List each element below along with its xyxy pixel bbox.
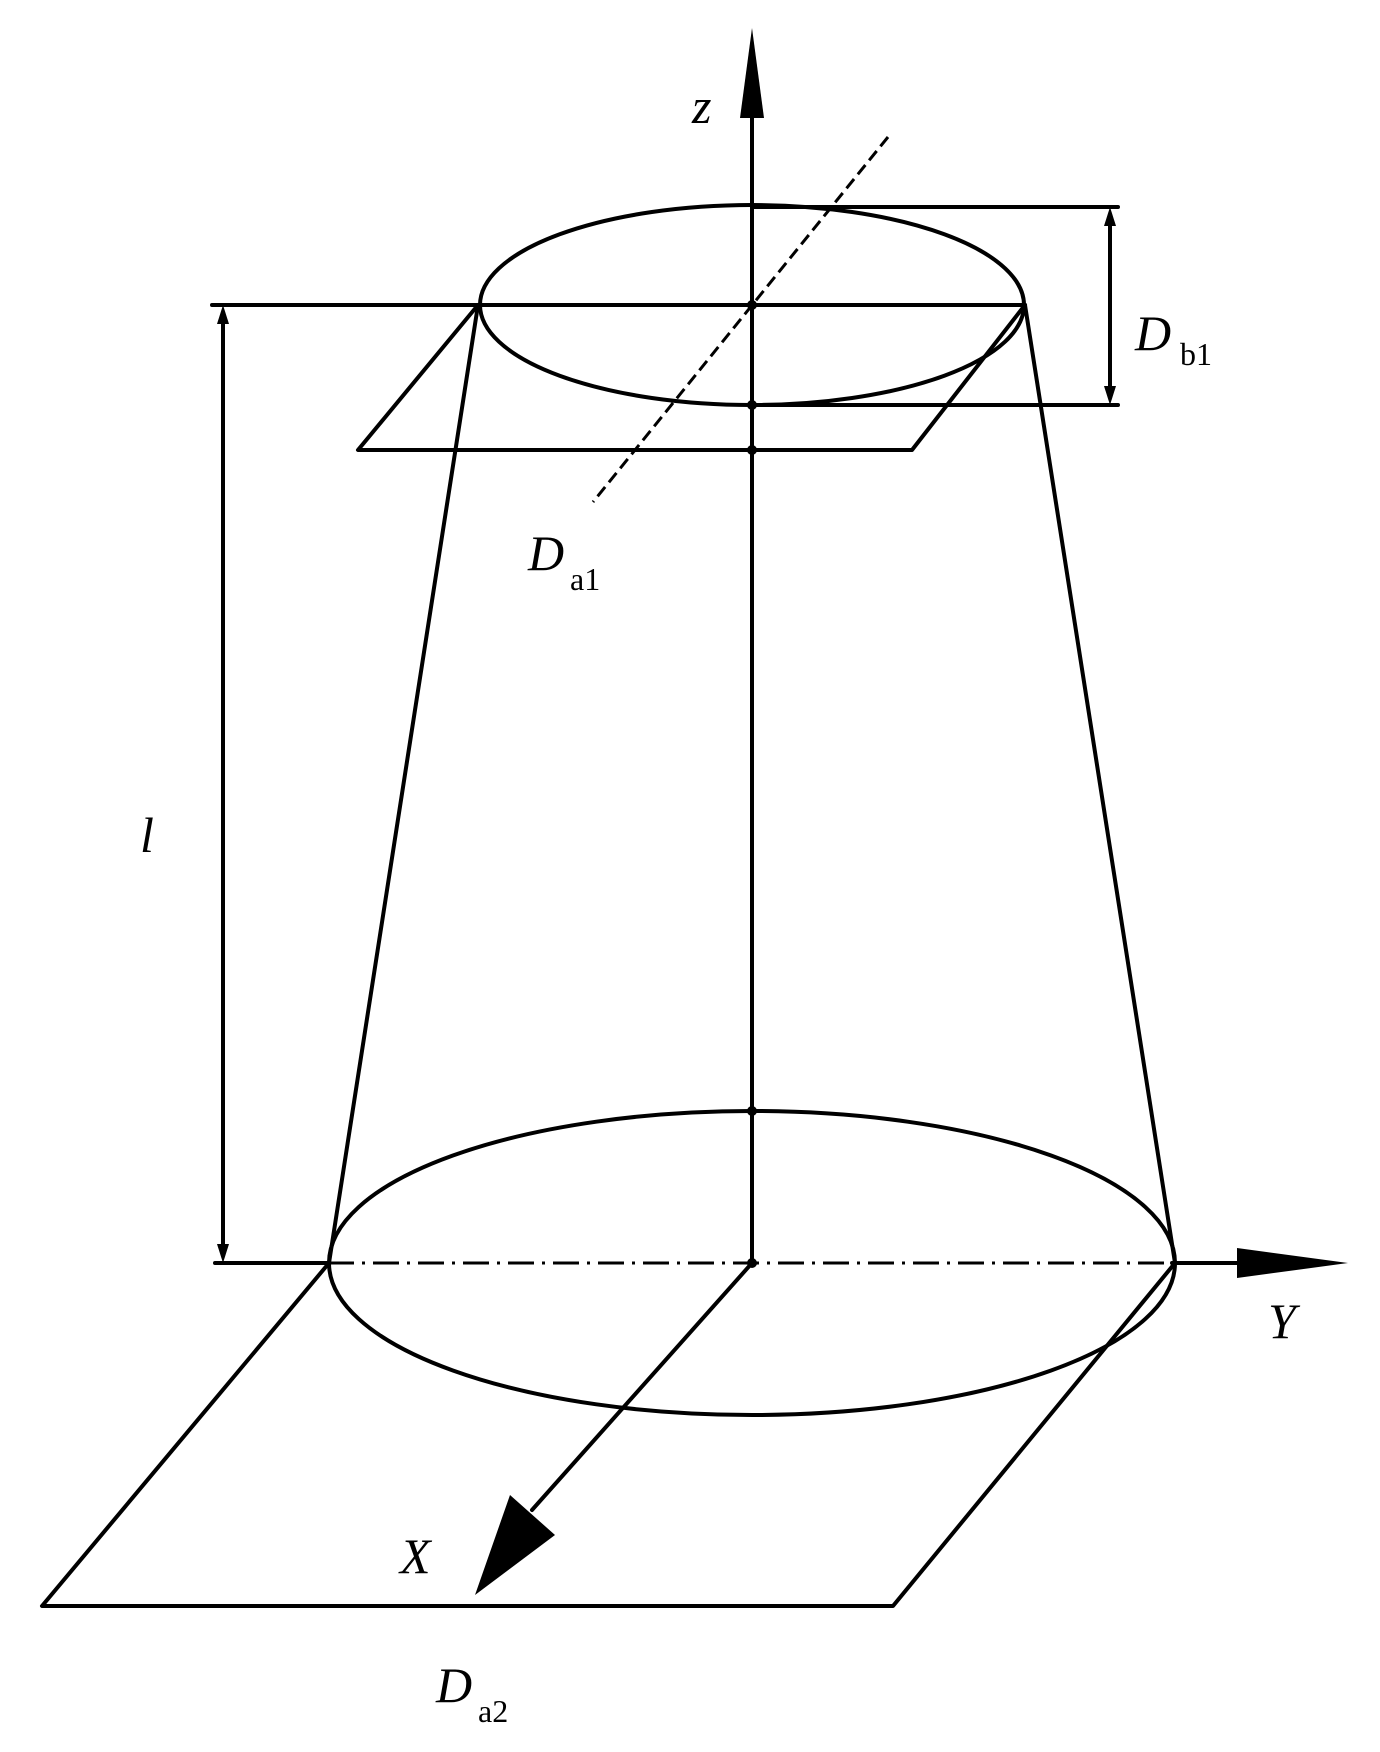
- db1-arrow-bottom: [1104, 386, 1116, 405]
- top-center-dot: [747, 300, 757, 310]
- da2-label-sub: a2: [478, 1693, 508, 1729]
- z-axis-label: z: [691, 78, 711, 134]
- da2-label-main: D: [435, 1657, 472, 1713]
- y-axis-arrowhead: [1237, 1248, 1348, 1278]
- top-plane-dot: [747, 445, 757, 455]
- x-axis-label: X: [398, 1528, 433, 1584]
- x-axis-line: [530, 1261, 754, 1512]
- y-axis-label: Y: [1268, 1293, 1301, 1349]
- origin-dot: [747, 1258, 757, 1268]
- db1-label-sub: b1: [1180, 336, 1212, 372]
- da1-label-sub: a1: [570, 561, 600, 597]
- base-ellipse-top-dot: [747, 1106, 757, 1116]
- l-arrow-top: [217, 305, 229, 324]
- db1-label-main: D: [1134, 305, 1171, 361]
- l-label: l: [140, 807, 154, 863]
- z-axis-arrowhead: [740, 28, 764, 118]
- frustum-right-side: [1023, 303, 1177, 1265]
- base-plane: [40, 1261, 1177, 1608]
- x-axis-arrowhead: [475, 1495, 555, 1595]
- top-ellipse-bottom-dot: [747, 400, 757, 410]
- top-depth-dashed-line: [591, 136, 890, 503]
- frustum-left-side: [327, 303, 480, 1265]
- l-arrow-bottom: [217, 1244, 229, 1263]
- db1-arrow-top: [1104, 207, 1116, 226]
- da1-label-main: D: [527, 525, 564, 581]
